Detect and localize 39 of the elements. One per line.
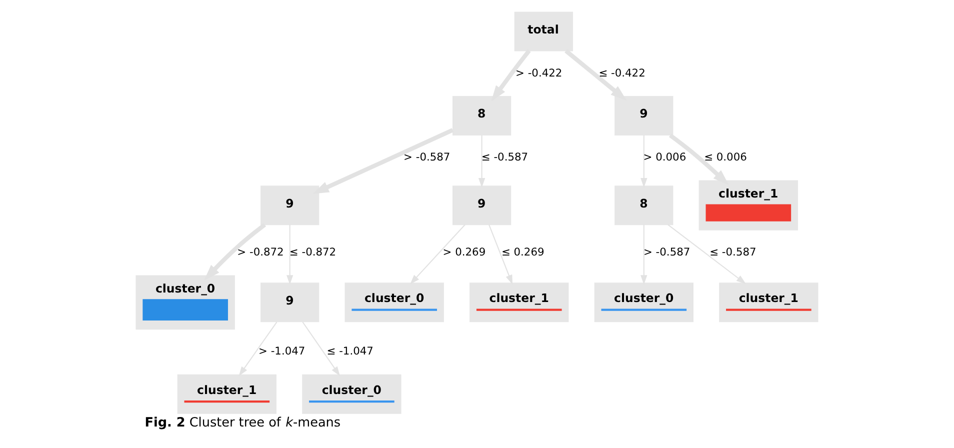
arrow bbox=[302, 322, 340, 376]
node-box: cluster_1 bbox=[698, 180, 798, 230]
edge-label: > -0.587 bbox=[404, 150, 450, 164]
edge-label: > -0.422 bbox=[516, 66, 562, 80]
node-box: cluster_0 bbox=[594, 282, 694, 322]
edge-label: ≤ -0.587 bbox=[481, 150, 528, 164]
edge-label: > 0.006 bbox=[643, 150, 686, 164]
caption: Fig. 2 Cluster tree of k-means bbox=[144, 416, 341, 431]
arrow bbox=[488, 224, 513, 285]
edge-label: > -0.872 bbox=[237, 245, 284, 258]
node-box: 9 bbox=[614, 96, 674, 136]
arrow bbox=[238, 322, 278, 376]
arrow bbox=[478, 135, 486, 188]
node-box: 9 bbox=[452, 186, 512, 226]
node-box: 9 bbox=[260, 186, 320, 226]
edge-label: ≤ -0.422 bbox=[598, 66, 646, 80]
arrow bbox=[640, 135, 648, 188]
edge-label: ≤ 0.269 bbox=[501, 245, 544, 258]
arrow bbox=[668, 224, 746, 284]
edge-label: ≤ 0.006 bbox=[704, 150, 747, 164]
edge-label: ≤ -0.872 bbox=[289, 245, 336, 258]
node-box: cluster_0 bbox=[302, 374, 402, 414]
arrow bbox=[640, 224, 648, 285]
edge-label: ≤ -0.587 bbox=[710, 245, 756, 258]
arrow bbox=[286, 224, 294, 285]
node-box: 8 bbox=[614, 186, 674, 226]
node-box: cluster_0 bbox=[344, 282, 444, 322]
node-box: cluster_1 bbox=[470, 282, 569, 322]
edge-label: ≤ -1.047 bbox=[326, 344, 374, 358]
edge-label: > -1.047 bbox=[258, 344, 306, 358]
node-box: total bbox=[514, 12, 573, 52]
node-box: 8 bbox=[452, 96, 512, 136]
node-box: cluster_0 bbox=[136, 275, 235, 330]
node-box: 9 bbox=[260, 282, 320, 322]
edge-label: > 0.269 bbox=[442, 245, 486, 258]
arrow bbox=[410, 224, 466, 284]
edge-label: > -0.587 bbox=[643, 245, 690, 258]
node-box: cluster_1 bbox=[177, 374, 276, 414]
node-box: cluster_1 bbox=[719, 282, 818, 322]
